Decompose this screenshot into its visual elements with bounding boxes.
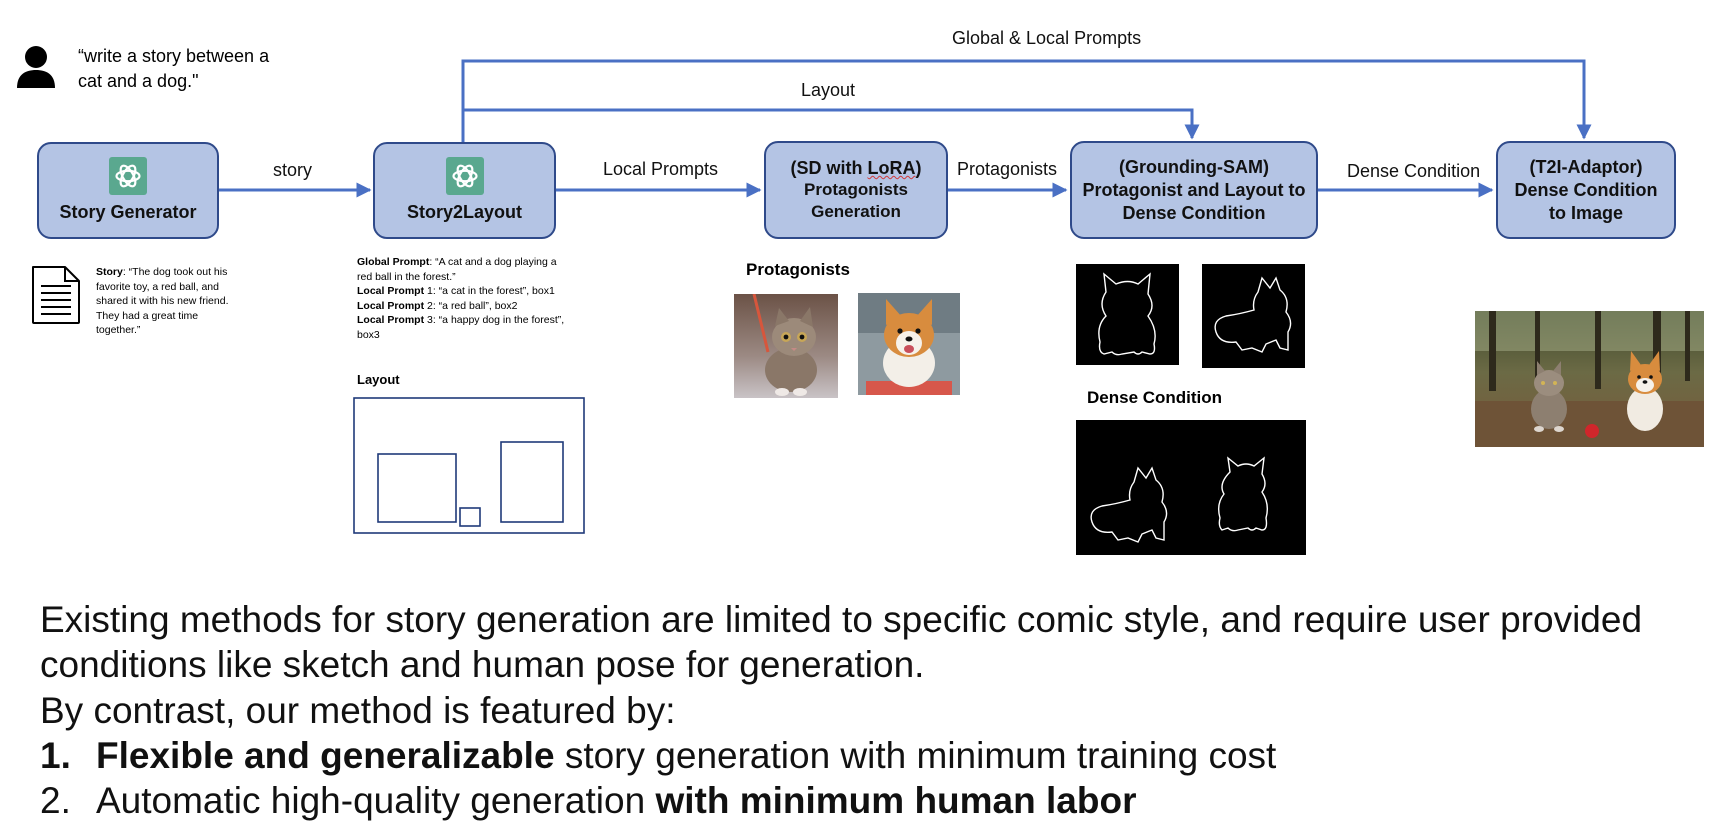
item-number: 2. — [40, 780, 71, 821]
openai-icon — [445, 157, 484, 195]
layout-diagram — [353, 397, 585, 534]
bottom-line-3: By contrast, our method is featured by: — [40, 690, 676, 731]
combined-edge-map — [1076, 420, 1306, 555]
node-label: Story2Layout — [406, 202, 523, 222]
item-number: 1. — [40, 735, 71, 776]
arrow-layout — [463, 108, 1200, 140]
arrow-global-local-prompts — [461, 59, 1592, 142]
node-story2layout: Story2Layout — [373, 142, 556, 239]
feature-item-1: 1.Flexible and generalizable story gener… — [40, 735, 1277, 776]
cat-photo — [734, 294, 838, 398]
edge-label-story: story — [273, 160, 313, 180]
node-t2i-adaptor: (T2I-Adaptor) Dense Condition to Image — [1496, 141, 1676, 239]
node-grounding-sam: (Grounding-SAM) Protagonist and Layout t… — [1070, 141, 1318, 239]
feature-item-2: 2.Automatic high-quality generation with… — [40, 780, 1137, 821]
edge-label-protagonists: Protagonists — [957, 159, 1058, 179]
layout-frame — [353, 397, 585, 534]
dense-condition-heading: Dense Condition — [1087, 388, 1223, 407]
bottom-line-1: Existing methods for story generation ar… — [40, 599, 1643, 640]
story-note: Story: “The dog took out his favorite to… — [96, 266, 229, 336]
output-image — [1475, 311, 1704, 447]
layout-box3 — [500, 441, 564, 523]
layout-box1 — [377, 453, 457, 523]
edge-label-local-prompts: Local Prompts — [603, 159, 719, 179]
node-story-generator: Story Generator — [37, 142, 219, 239]
openai-icon — [109, 157, 147, 195]
edge-label-dense-condition: Dense Condition — [1347, 161, 1481, 181]
bottom-line-2: conditions like sketch and human pose fo… — [40, 644, 925, 685]
user-icon — [17, 46, 55, 88]
dog-photo — [858, 293, 960, 395]
protagonists-heading: Protagonists — [746, 260, 850, 279]
prompts-note: Global Prompt: “A cat and a dog playing … — [357, 256, 565, 341]
edge-label-global-local-prompts: Global & Local Prompts — [952, 28, 1142, 48]
user-prompt: “write a story between a cat and a dog." — [78, 46, 270, 91]
node-label: Story Generator — [59, 202, 197, 222]
edge-label-layout: Layout — [801, 80, 856, 100]
cat-edge-map — [1076, 264, 1179, 365]
layout-box2 — [459, 507, 481, 527]
dog-edge-map — [1202, 264, 1305, 368]
document-icon — [32, 266, 80, 324]
layout-heading: Layout — [357, 372, 400, 387]
node-sd-lora: (SD with LoRA) Protagonists Generation — [764, 141, 948, 239]
